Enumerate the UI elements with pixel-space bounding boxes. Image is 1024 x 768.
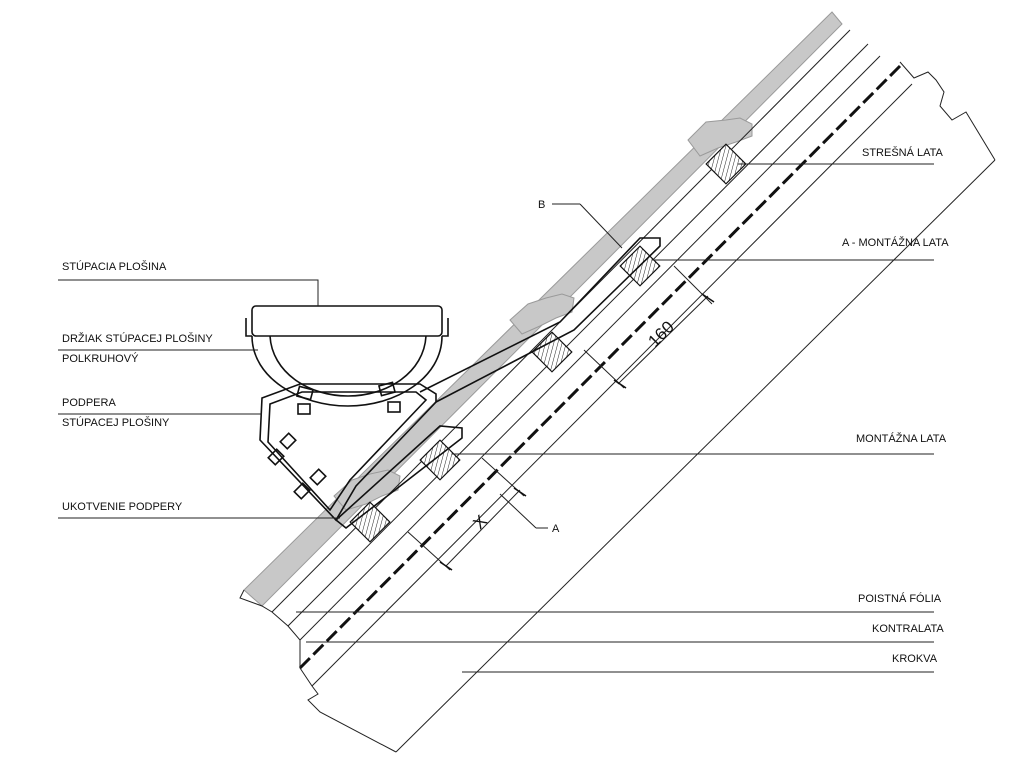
roof-layers: [243, 11, 996, 753]
label-ukotvenie: UKOTVENIE PODPERY: [62, 501, 183, 513]
marker-a: A: [499, 493, 560, 535]
step-platform-lip: [245, 318, 449, 337]
label-podpera-line1: PODPERA: [62, 397, 116, 409]
tile-profile-top: [687, 117, 753, 157]
mid-batten: [531, 331, 573, 373]
tile-profile-mid: [509, 293, 575, 335]
marker-b-leader-diag: [579, 203, 623, 249]
stresna-lata-batten: [705, 143, 747, 185]
low-batten: [349, 501, 391, 543]
dim-160-line: [617, 295, 709, 385]
dim-160-tick-b: [613, 379, 627, 389]
batten-top-line: [287, 43, 869, 627]
marker-a-label: A: [552, 523, 560, 535]
dimension-160: 160: [583, 265, 715, 389]
label-kontralata: KONTRALATA: [872, 623, 944, 635]
label-a-montazna-lata: A - MONTÁŽNA LATA: [842, 236, 949, 249]
support-bolt-3: [309, 468, 327, 486]
support-anchor-strip: [334, 425, 463, 530]
holder-bolt-lower-right: [387, 401, 401, 413]
marker-b-label: B: [538, 199, 545, 211]
label-stresna-lata: STREŠNÁ LATA: [862, 146, 944, 159]
label-podpera-line2: STÚPACEJ PLOŠINY: [62, 416, 170, 429]
label-drziak-line1: DRŽIAK STÚPACEJ PLOŠINY: [62, 332, 213, 345]
dim-x-tick-a: [513, 487, 527, 497]
break-line-bottom: [239, 589, 397, 753]
semicircular-holder: [251, 335, 443, 407]
dim-x-value: X: [469, 511, 490, 532]
label-drziak-line2: POLKRUHOVÝ: [62, 352, 139, 365]
rafter-top-line: [311, 83, 913, 687]
anchor-strap-upper: [419, 237, 661, 403]
right-labels: STREŠNÁ LATA A - MONTÁŽNA LATA MONTÁŽNA …: [296, 146, 949, 673]
montazna-lata-batten: [419, 439, 461, 481]
support-bolt-4: [293, 482, 311, 500]
holder-bolt-lower-left: [297, 403, 311, 415]
label-poistna-folia: POISTNÁ FÓLIA: [858, 592, 942, 605]
label-montazna-lata: MONTÁŽNA LATA: [856, 432, 947, 445]
marker-b: B: [538, 199, 623, 249]
counter-batten-line: [299, 55, 881, 641]
dim-160-tick-a: [701, 293, 715, 303]
step-support-inner: [267, 391, 428, 512]
membrane-line: [298, 64, 902, 670]
dim-x-tick-b: [439, 561, 453, 571]
step-platform-assembly: [245, 237, 661, 530]
dim-160-value: 160: [644, 317, 677, 350]
rafter-bottom-line: [395, 159, 996, 753]
marker-a-leader-diag: [499, 493, 537, 529]
semicircular-holder-inner: [269, 335, 427, 397]
step-platform: [251, 305, 443, 337]
support-bolt-1: [279, 432, 297, 450]
support-bolt-2: [267, 448, 285, 466]
left-labels: STÚPACIA PLOŠINA DRŽIAK STÚPACEJ PLOŠINY…: [58, 260, 340, 519]
tile-profile-low: [333, 469, 401, 511]
break-lines: [239, 61, 996, 753]
break-line-top: [899, 61, 996, 161]
label-krokva: KROKVA: [892, 653, 938, 665]
label-stupacia-plosina: STÚPACIA PLOŠINA: [62, 260, 167, 273]
holder-bolt-left: [295, 385, 315, 401]
dim-x-line: [445, 489, 521, 567]
leader-stupacia-plosina: [58, 279, 319, 306]
